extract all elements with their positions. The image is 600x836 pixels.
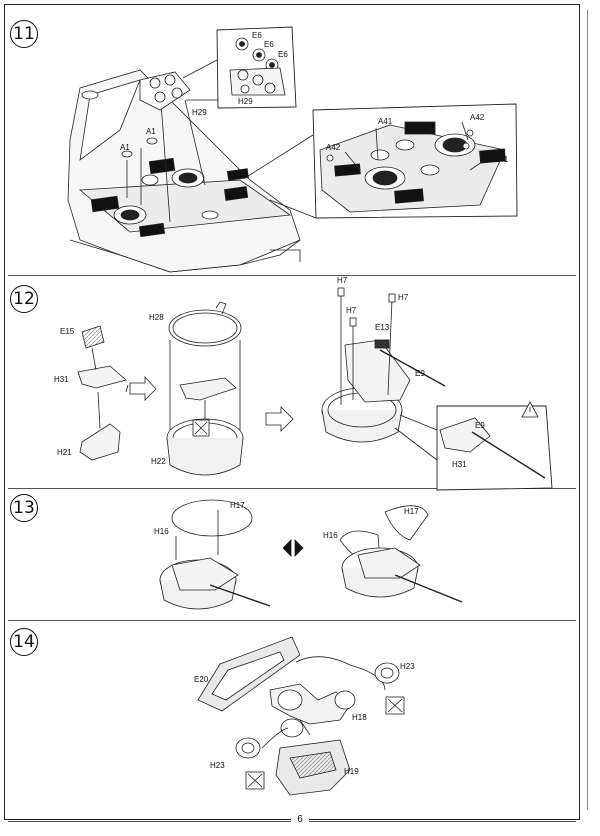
part-label-h19: H19 <box>344 767 359 776</box>
part-label-h23: H23 <box>210 761 225 770</box>
part-label-e20: E20 <box>194 675 209 684</box>
part-label-h18: H18 <box>352 713 367 722</box>
step-12-number: 12 <box>10 285 38 313</box>
part-label-e6: E6 <box>278 50 288 59</box>
part-label-h7: H7 <box>398 293 409 302</box>
step-11-number: 11 <box>10 20 38 48</box>
part-label-a41: A41 <box>494 155 509 164</box>
part-label-e9: E9 <box>475 421 485 430</box>
step-divider <box>8 275 576 276</box>
part-label-h29: H29 <box>238 97 253 106</box>
margin-line <box>587 10 588 810</box>
step-11-illustration <box>67 26 518 273</box>
part-label-e13: E13 <box>375 323 390 332</box>
part-label-a42: A42 <box>470 113 485 122</box>
part-label-e15: E15 <box>60 327 75 336</box>
step-divider <box>8 488 576 489</box>
step-12-labels: E15 H31 H21 H28 H22 H7 H7 H7 E13 E9 E9 H… <box>54 276 485 469</box>
part-label-e6: E6 <box>252 31 262 40</box>
page-number-text: 6 <box>291 814 309 825</box>
part-label-a41: A41 <box>378 117 393 126</box>
part-label-h16: H16 <box>323 531 338 540</box>
part-label-h7: H7 <box>346 306 357 315</box>
part-label-h23: H23 <box>400 662 415 671</box>
part-label-h28: H28 <box>149 313 164 322</box>
part-label-h21: H21 <box>57 448 72 457</box>
part-label-h29: H29 <box>192 108 207 117</box>
step-14-number: 14 <box>10 628 38 656</box>
step-13-number: 13 <box>10 494 38 522</box>
step-divider <box>8 620 576 621</box>
step-13-illustration <box>159 499 463 610</box>
part-label-a42: A42 <box>326 143 341 152</box>
part-label-h31: H31 <box>54 375 69 384</box>
part-label-h16: H16 <box>154 527 169 536</box>
part-label-a1: A1 <box>120 143 130 152</box>
part-label-a1: A1 <box>146 127 156 136</box>
part-label-h22: H22 <box>151 457 166 466</box>
step-14-labels: E20 H23 H23 H18 H19 <box>194 662 415 776</box>
step-14-illustration <box>197 636 405 796</box>
page-number: 6 <box>0 814 600 825</box>
part-label-h17: H17 <box>230 501 245 510</box>
part-label-e6: E6 <box>264 40 274 49</box>
step-11-labels: E6 E6 E6 H29 H29 A1 A1 A41 A41 A42 A42 <box>120 31 509 164</box>
step-12-illustration <box>77 287 553 491</box>
part-label-h31: H31 <box>452 460 467 469</box>
part-label-h7: H7 <box>337 276 348 285</box>
step-13-labels: H17 H16 H17 H16 <box>154 501 419 540</box>
part-label-e9: E9 <box>415 369 425 378</box>
part-label-h17: H17 <box>404 507 419 516</box>
